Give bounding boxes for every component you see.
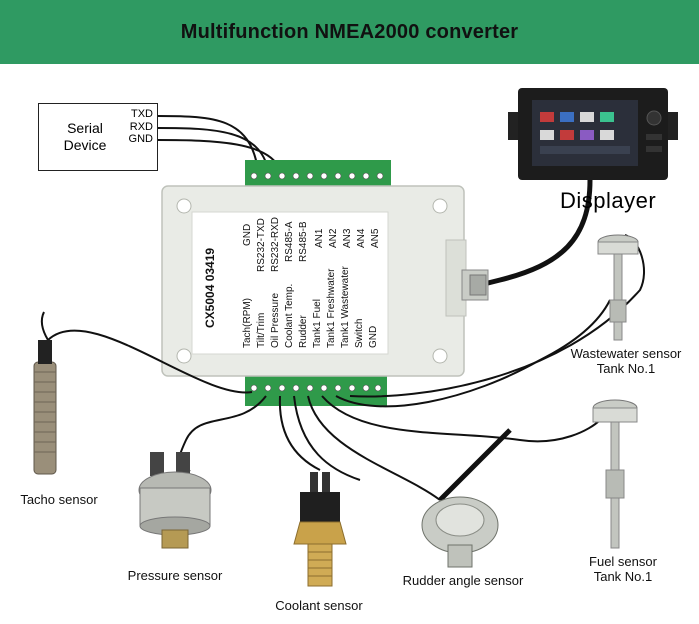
pressure-sensor-label: Pressure sensor xyxy=(127,568,223,583)
bottom-term-label: Tank1 Fuel xyxy=(312,299,323,348)
bottom-term-label: Oil Pressure xyxy=(270,293,281,348)
top-term-label: RS485-B xyxy=(298,221,309,262)
wastewater-label-line1: Wastewater sensor xyxy=(570,346,682,361)
rudder-angle-sensor xyxy=(421,428,512,568)
title-banner: Multifunction NMEA2000 converter xyxy=(0,0,699,64)
pin-txd: TXD xyxy=(131,108,153,120)
rudder-sensor-label: Rudder angle sensor xyxy=(402,573,524,588)
displayer-label: Displayer xyxy=(560,188,657,213)
converter-module xyxy=(161,185,489,377)
diagram-title: Multifunction NMEA2000 converter xyxy=(180,20,519,43)
fuel-label-line2: Tank No.1 xyxy=(593,569,653,584)
fuel-sensor xyxy=(592,399,638,549)
top-term-label: AN2 xyxy=(328,228,339,248)
top-term-label: AN3 xyxy=(342,228,353,248)
top-term-label: AN5 xyxy=(370,228,381,248)
bottom-term-label: GND xyxy=(368,326,379,348)
top-term-label: RS232-RXD xyxy=(270,217,281,272)
top-term-label: RS485-A xyxy=(284,221,295,262)
top-term-label: AN4 xyxy=(356,228,367,248)
fuel-sensor-label: Fuel sensor Tank No.1 xyxy=(568,554,678,584)
wastewater-label-line2: Tank No.1 xyxy=(596,361,656,376)
sensor-wires xyxy=(47,234,645,501)
bottom-term-label: Tilt/Trim xyxy=(256,313,267,348)
displayer-unit xyxy=(508,88,678,180)
bottom-term-label: Tank1 Wastewater xyxy=(340,265,351,348)
coolant-sensor xyxy=(293,472,347,587)
serial-device-box: Serial Device TXD RXD GND xyxy=(38,103,158,171)
top-term-label: RS232-TXD xyxy=(256,218,267,272)
pin-gnd: GND xyxy=(128,133,153,145)
bottom-term-label: Switch xyxy=(354,319,365,348)
wastewater-sensor xyxy=(597,234,639,341)
pin-rxd: RXD xyxy=(129,121,153,133)
bottom-term-label: Coolant Temp. xyxy=(284,284,295,348)
coolant-sensor-label: Coolant sensor xyxy=(275,598,363,613)
bottom-terminal-block xyxy=(245,374,387,406)
serial-label-line2: Device xyxy=(63,137,107,153)
nmea2000-cable xyxy=(483,179,593,287)
tacho-sensor xyxy=(33,311,57,475)
bottom-term-label: Tank1 Freshwater xyxy=(326,268,337,348)
pressure-sensor xyxy=(138,452,212,549)
model-label: CX5004 03419 xyxy=(203,248,217,328)
tacho-sensor-label: Tacho sensor xyxy=(20,492,98,507)
top-terminal-block xyxy=(245,160,391,190)
top-term-label: AN1 xyxy=(314,228,325,248)
wastewater-sensor-label: Wastewater sensor Tank No.1 xyxy=(556,346,696,376)
bottom-term-label: Rudder xyxy=(298,315,309,348)
serial-device-label: Serial Device xyxy=(45,120,125,154)
top-term-label: GND xyxy=(242,224,253,246)
bottom-term-label: Tach(RPM) xyxy=(242,298,253,348)
fuel-label-line1: Fuel sensor xyxy=(589,554,657,569)
displayer-screen-icons xyxy=(540,112,630,154)
serial-label-line1: Serial xyxy=(67,120,103,136)
